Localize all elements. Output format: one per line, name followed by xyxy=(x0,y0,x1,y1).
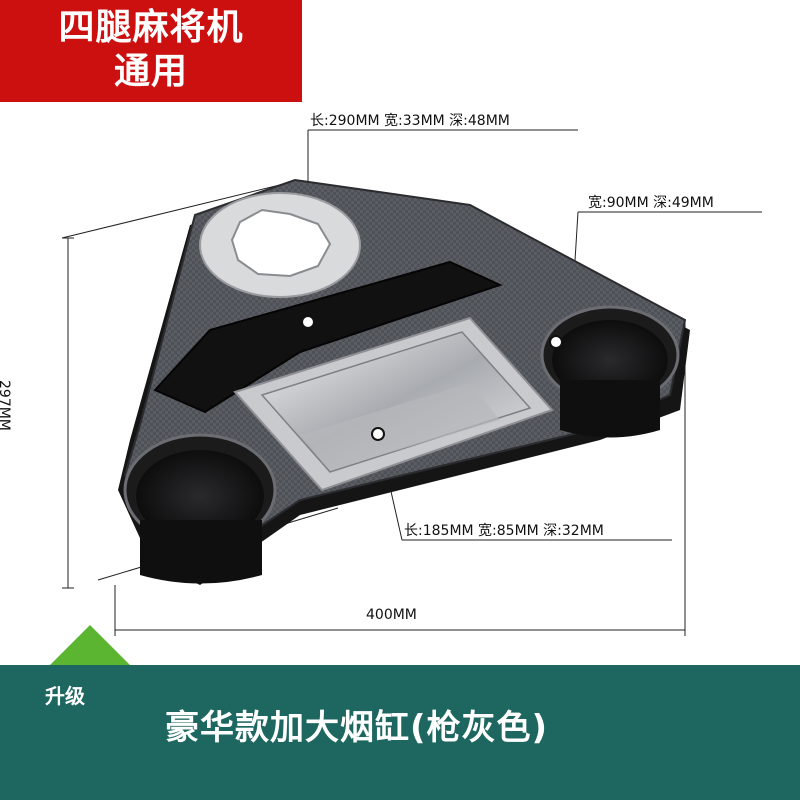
ashtray-dimension: 长:185MM 宽:85MM 深:32MM xyxy=(404,523,604,539)
compatibility-badge: 四腿麻将机 通用 xyxy=(0,0,302,102)
ashtray xyxy=(233,316,554,492)
cup-holder-right xyxy=(540,305,680,438)
height-dimension: 297MM xyxy=(0,380,12,431)
clamp-ring xyxy=(199,192,361,298)
marker-slot xyxy=(301,315,315,329)
upgrade-label: 升级 xyxy=(45,684,85,708)
badge-line-1: 四腿麻将机 xyxy=(58,7,244,48)
width-dimension: 400MM xyxy=(366,607,417,623)
top-slot-dimension: 长:290MM 宽:33MM 深:48MM xyxy=(310,113,510,129)
cup-holder-dimension: 宽:90MM 深:49MM xyxy=(588,195,714,211)
long-slot xyxy=(153,260,503,414)
marker-cup xyxy=(549,335,563,349)
badge-line-2: 通用 xyxy=(113,51,188,92)
marker-ashtray xyxy=(371,427,385,441)
product-title: 豪华款加大烟缸(枪灰色) xyxy=(165,708,549,748)
cup-holder-left xyxy=(123,433,277,584)
footer-banner xyxy=(0,665,800,800)
